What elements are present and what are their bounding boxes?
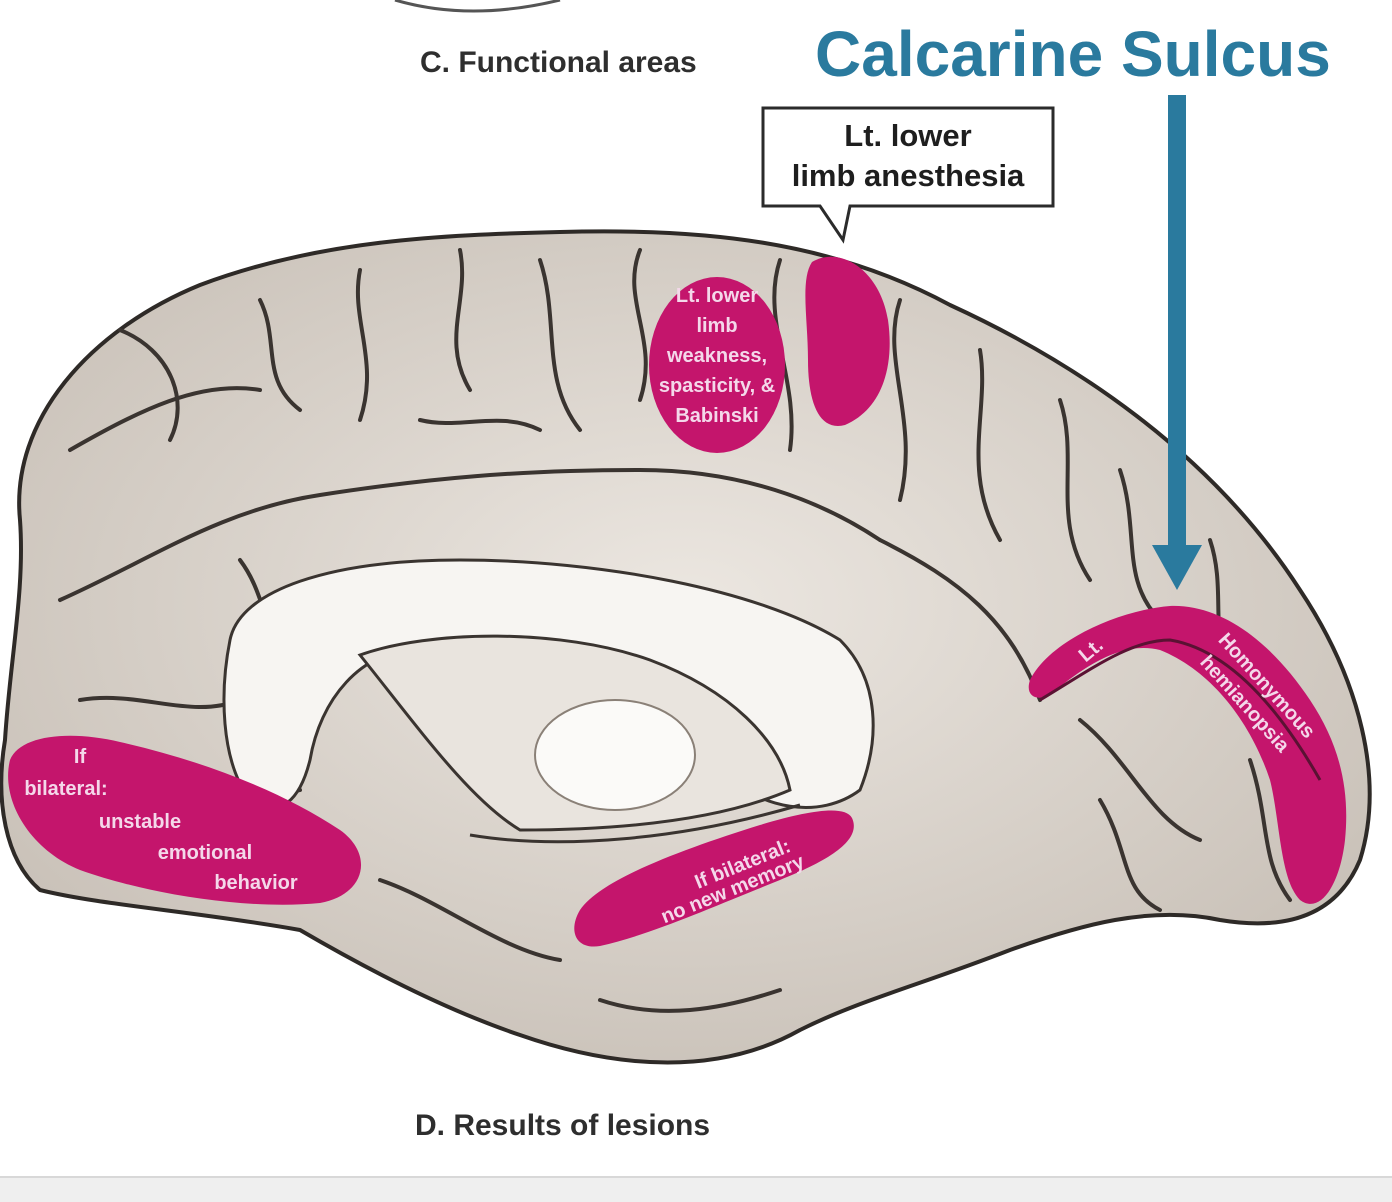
- lesion-motor-oval: [649, 277, 785, 453]
- lesion-orbitofrontal-shape: [8, 735, 362, 905]
- callout-line-1: Lt. lower: [844, 118, 971, 153]
- calcarine-arrow: [1152, 95, 1202, 590]
- lesion-visual-shape: [1028, 605, 1347, 904]
- lesion-sensory-strip: [805, 256, 890, 426]
- brain-diagram: C. Functional areas Calcarine Sulcus Lt.…: [0, 0, 1372, 1142]
- calcarine-sulcus-title: Calcarine Sulcus: [815, 18, 1331, 90]
- lesion-motor-line-3: weakness,: [666, 345, 767, 367]
- brainstem-cut: [469, 803, 801, 844]
- lesion-motor-line-5: Babinski: [675, 405, 758, 427]
- lesion-paracentral-motor: Lt. lower limb weakness, spasticity, & B…: [649, 256, 890, 453]
- lesion-hippocampal-shape: [574, 810, 854, 947]
- lesion-hippocampal: If bilateral: no new memory: [574, 810, 854, 947]
- anesthesia-callout: Lt. lower limb anesthesia: [761, 106, 1055, 244]
- caption-results-of-lesions: D. Results of lesions: [415, 1109, 710, 1142]
- lesion-motor-line-4: spasticity, &: [659, 375, 775, 397]
- lesion-orbitofrontal: If bilateral: unstable emotional behavio…: [8, 735, 362, 905]
- arrow-head: [1152, 545, 1202, 590]
- arrow-shaft: [1168, 95, 1186, 550]
- lesion-orbitofrontal-line-1: If: [74, 746, 87, 768]
- lesion-orbitofrontal-line-3: unstable: [99, 811, 181, 833]
- lesion-orbitofrontal-line-4: emotional: [158, 842, 252, 864]
- lesion-orbitofrontal-line-2: bilateral:: [24, 778, 107, 800]
- bottom-strip: [0, 1176, 1392, 1202]
- lesion-orbitofrontal-line-5: behavior: [214, 872, 298, 894]
- previous-figure-edge: [394, 0, 561, 13]
- callout-box: [761, 106, 1055, 244]
- third-ventricle: [534, 699, 696, 811]
- callout-line-2: limb anesthesia: [792, 158, 1025, 193]
- lesion-motor-line-2: limb: [696, 315, 737, 337]
- caption-functional-areas: C. Functional areas: [420, 46, 697, 79]
- calcarine-sulcus-line: [1039, 638, 1322, 781]
- lesion-motor-line-1: Lt. lower: [676, 285, 758, 307]
